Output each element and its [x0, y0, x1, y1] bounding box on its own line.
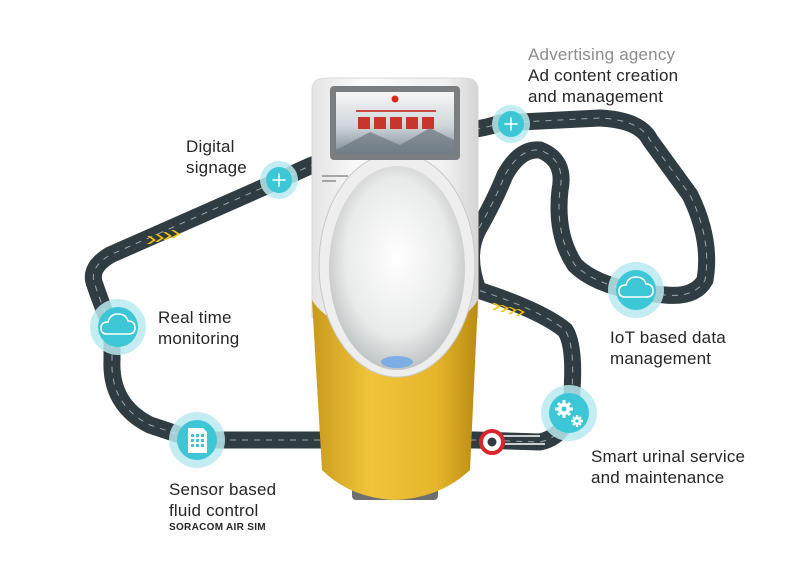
advertising-agency-text: Advertising agency — [528, 45, 676, 64]
sim-card-icon — [188, 428, 207, 453]
plus-icon — [504, 117, 518, 131]
iot-line-1: IoT based data — [610, 328, 726, 347]
direction-chevrons-left — [147, 230, 180, 244]
node-sensor-fluid-control[interactable] — [169, 412, 225, 468]
advertising-line-2: and management — [528, 87, 664, 106]
label-real-time-monitoring: Real time monitoring — [158, 307, 239, 349]
sensor-line-1: Sensor based — [169, 480, 277, 499]
cloud-icon — [618, 276, 654, 298]
service-line-1: Smart urinal service — [591, 447, 746, 466]
plus-icon — [272, 173, 286, 187]
iot-line-2: management — [610, 349, 712, 368]
node-iot-data-management[interactable] — [608, 262, 664, 318]
label-service-maintenance: Smart urinal service and maintenance — [591, 446, 745, 488]
node-digital-signage[interactable] — [260, 161, 298, 199]
drain-light — [381, 356, 413, 368]
node-service-maintenance[interactable] — [541, 385, 597, 441]
node-real-time-monitoring[interactable] — [90, 299, 146, 355]
digital-signage-line-1: Digital — [186, 137, 235, 156]
label-iot-data-management: IoT based data management — [610, 327, 726, 369]
node-advertising[interactable] — [492, 105, 530, 143]
advertising-line-1: Ad content creation — [528, 66, 679, 85]
start-point-icon — [479, 429, 505, 455]
label-advertising: Advertising agency Ad content creation a… — [528, 44, 678, 107]
label-sensor-fluid-control: Sensor based fluid control SORACOM AIR S… — [169, 479, 276, 535]
sim-label: SORACOM AIR SIM — [169, 522, 266, 533]
real-time-line-2: monitoring — [158, 329, 240, 348]
cloud-icon — [100, 313, 136, 335]
sensor-line-2: fluid control — [169, 501, 259, 520]
screen-content — [336, 95, 454, 154]
direction-chevrons-right — [492, 303, 525, 316]
brand-print — [322, 175, 348, 177]
label-digital-signage: Digital signage — [186, 136, 247, 178]
real-time-line-1: Real time — [158, 308, 232, 327]
service-line-2: and maintenance — [591, 468, 725, 487]
digital-signage-line-2: signage — [186, 158, 247, 177]
brand-print-2 — [322, 180, 336, 182]
gears-icon — [555, 400, 583, 427]
urinal-bowl — [329, 166, 465, 370]
smart-urinal — [311, 77, 479, 500]
